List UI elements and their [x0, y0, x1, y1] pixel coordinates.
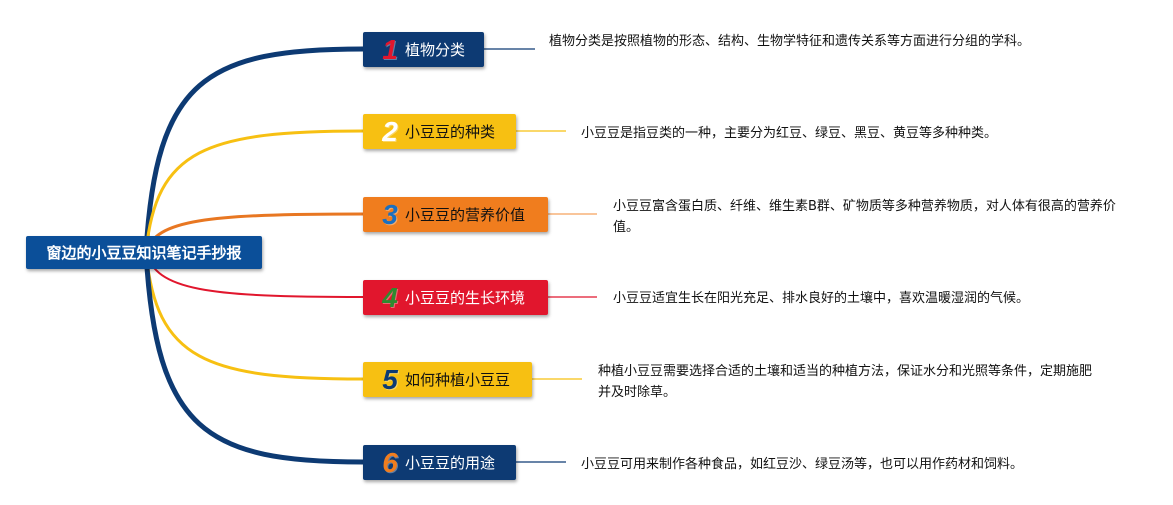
branch-curve-5: [144, 250, 365, 381]
branch-description-4: 小豆豆适宜生长在阳光充足、排水良好的土壤中，喜欢温暖湿润的气候。: [613, 291, 1030, 306]
root-topic[interactable]: 窗边的小豆豆知识笔记手抄报: [26, 236, 262, 269]
branch-curve-6: [143, 249, 366, 465]
branch-label: 小豆豆的营养价值: [405, 206, 526, 224]
branch-label: 小豆豆的用途: [405, 454, 496, 472]
branch-description-6: 小豆豆可用来制作各种食品，如红豆沙、绿豆汤等，也可以用作药材和饲料。: [581, 457, 1024, 472]
branch-topic-6[interactable]: 6 小豆豆的用途: [363, 445, 516, 480]
branch-curve-2: [144, 129, 365, 254]
branch-description-2: 小豆豆是指豆类的一种，主要分为红豆、绿豆、黑豆、黄豆等多种种类。: [581, 126, 998, 141]
branch-topic-1[interactable]: 1 植物分类: [363, 32, 484, 67]
branch-number: 6: [382, 446, 398, 478]
branch-label: 植物分类: [405, 41, 466, 59]
branch-topic-2[interactable]: 2 小豆豆的种类: [363, 114, 516, 149]
branch-number: 5: [382, 363, 398, 395]
branch-topic-4[interactable]: 4 小豆豆的生长环境: [363, 280, 548, 315]
root-topic-label: 窗边的小豆豆知识笔记手抄报: [46, 244, 242, 262]
branch-label: 小豆豆的生长环境: [405, 289, 526, 307]
branch-label: 小豆豆的种类: [405, 123, 496, 141]
branch-topic-5[interactable]: 5 如何种植小豆豆: [363, 362, 532, 397]
branch-label: 如何种植小豆豆: [405, 371, 511, 389]
branch-number: 4: [382, 281, 398, 313]
branch-number: 2: [382, 115, 398, 147]
branch-topic-3[interactable]: 3 小豆豆的营养价值: [363, 197, 548, 232]
branch-curve-1: [143, 46, 366, 255]
branch-description-3: 小豆豆富含蛋白质、纤维、维生素B群、矿物质等多种营养物质，对人体有很高的营养价值…: [613, 199, 1116, 235]
branch-description-1: 植物分类是按照植物的形态、结构、生物学特征和遗传关系等方面进行分组的学科。: [549, 34, 1031, 49]
branch-number: 3: [382, 198, 398, 230]
branch-description-5: 种植小豆豆需要选择合适的土壤和适当的种植方法，保证水分和光照等条件，定期施肥并及…: [598, 364, 1093, 400]
branch-number: 1: [382, 33, 398, 65]
